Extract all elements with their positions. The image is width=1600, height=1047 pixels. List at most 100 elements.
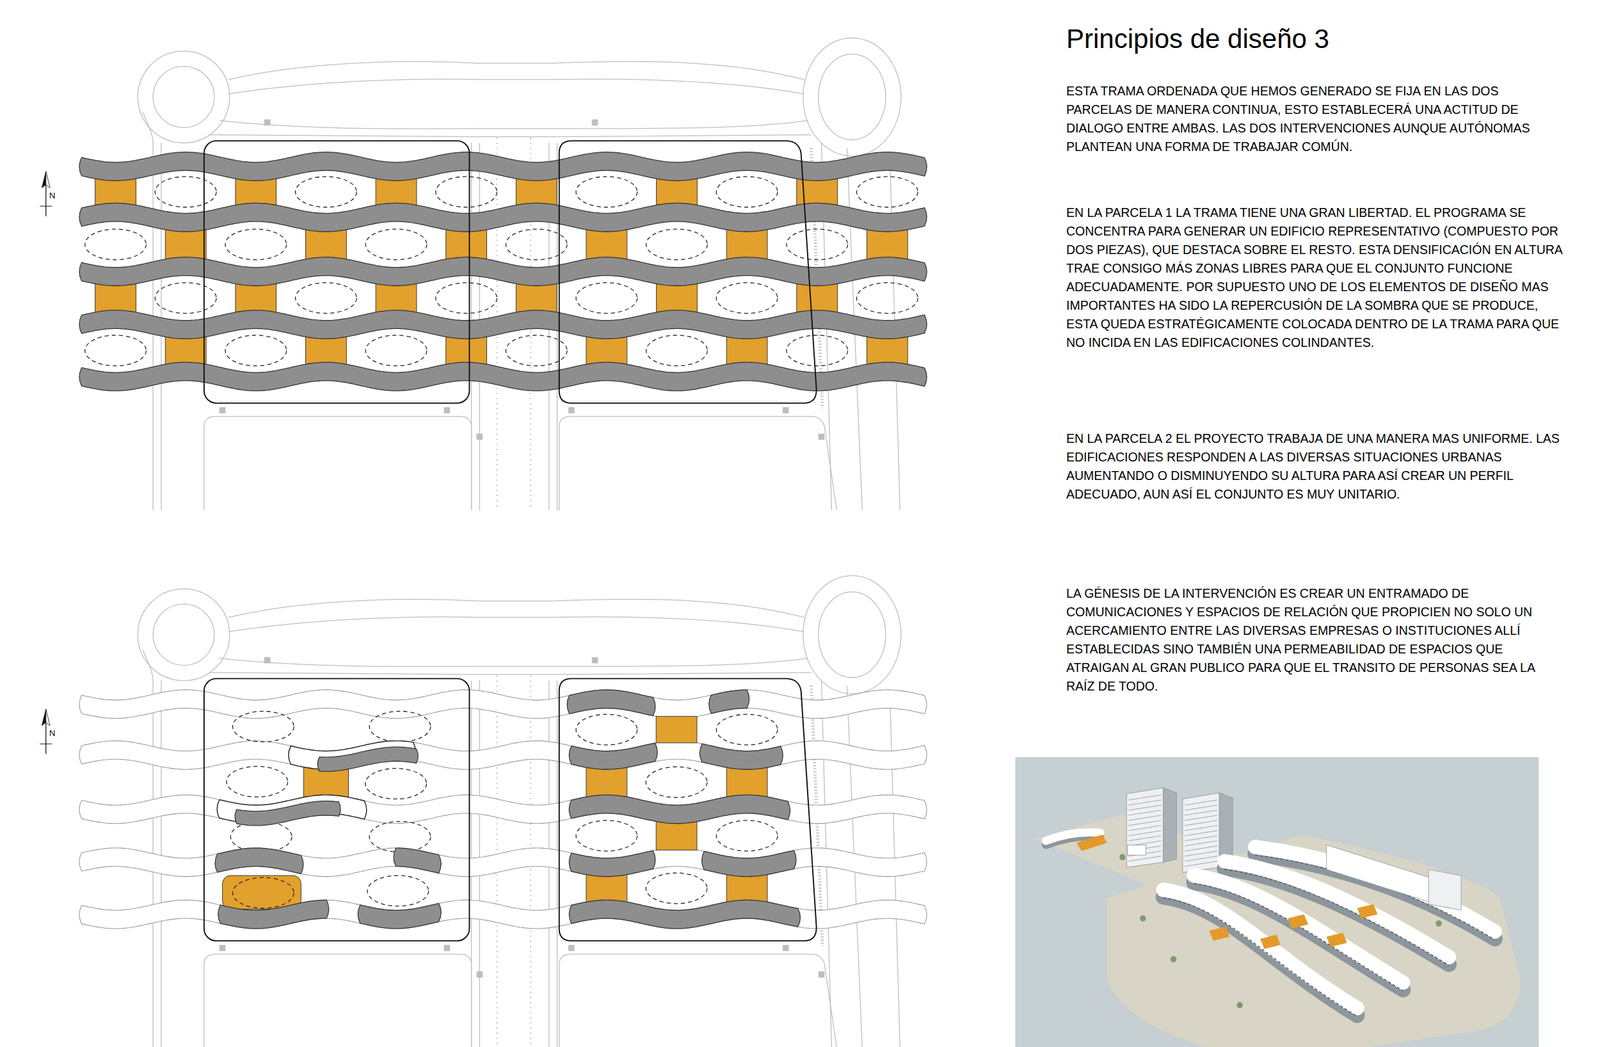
north-arrow [41, 709, 46, 726]
north-arrow [39, 206, 52, 207]
building-band [79, 152, 927, 182]
dashed-courtyard [367, 875, 429, 907]
ground-plate [1107, 834, 1521, 1047]
tower-window [1128, 856, 1161, 862]
street-marker [568, 407, 575, 414]
orange-link-block [726, 229, 768, 260]
dashed-courtyard [295, 282, 358, 314]
street-line [209, 135, 812, 137]
street-line [228, 616, 804, 632]
title: Principios de diseño 3 [1066, 23, 1330, 56]
dashed-courtyard [716, 820, 778, 852]
orange-link-block [165, 336, 207, 365]
orange-link-block [656, 283, 698, 313]
dashed-courtyard [646, 335, 708, 367]
dashed-courtyard [786, 335, 848, 367]
north-arrow [46, 171, 50, 189]
street-marker [568, 944, 575, 952]
orange-plaza [222, 875, 302, 910]
dashed-courtyard [786, 229, 848, 260]
street-marker [444, 944, 451, 952]
dashed-courtyard [225, 335, 287, 367]
dashed-courtyard [716, 176, 778, 208]
building-band [568, 743, 658, 770]
street-line [204, 954, 472, 1047]
orange-link-block [446, 229, 488, 260]
north-label: N [49, 191, 56, 201]
orange-link-block [446, 336, 488, 365]
dashed-courtyard [505, 229, 568, 260]
street-marker [476, 971, 484, 978]
building-band [215, 848, 304, 874]
dashed-courtyard [365, 335, 427, 367]
building-band [234, 801, 341, 826]
aerial-render [1015, 757, 1539, 1047]
street-marker [444, 407, 451, 414]
building-band [79, 689, 927, 719]
building-band [317, 746, 418, 772]
dashed-courtyard [576, 282, 638, 314]
building-band [702, 850, 797, 877]
building-band [568, 850, 656, 877]
dashed-courtyard [226, 766, 288, 797]
dashed-courtyard [856, 176, 918, 208]
building-band [218, 899, 329, 929]
tower-window [1184, 861, 1218, 867]
orange-link-block [235, 283, 277, 313]
orange-link-block [656, 716, 697, 743]
dashed-courtyard [154, 282, 217, 314]
orange-link-block [866, 336, 908, 365]
street-line [219, 657, 809, 667]
tower-window [1128, 800, 1161, 806]
tower-window [1128, 805, 1161, 811]
orange-link-block [375, 178, 417, 205]
building [1163, 889, 1358, 1008]
tower-window [1184, 825, 1218, 831]
tower-window [1184, 820, 1218, 826]
tower-window [1128, 794, 1161, 800]
street-line [209, 672, 812, 675]
parcel-outline [559, 140, 817, 404]
street-line [228, 79, 804, 95]
dashed-courtyard [230, 821, 292, 853]
dashed-courtyard [369, 821, 431, 853]
building-band [79, 848, 927, 877]
dashed-courtyard [645, 766, 708, 798]
street-marker [818, 971, 825, 978]
tower-window [1184, 851, 1218, 857]
orange-link-block [726, 336, 768, 365]
parcel-outline [559, 678, 817, 941]
orange-link-block [1357, 904, 1378, 919]
dashed-courtyard [295, 176, 358, 208]
parcel-outline [204, 678, 470, 941]
roundabout [152, 604, 215, 666]
orange-link-block [235, 178, 277, 205]
street-marker [592, 657, 599, 664]
roundabout [803, 575, 902, 694]
dashed-courtyard [576, 820, 638, 852]
site-plan-grid [39, 37, 927, 511]
orange-link-block [515, 283, 557, 313]
parcel-outline [204, 140, 470, 404]
orange-link-block [656, 178, 698, 205]
orange-link-block [586, 767, 628, 797]
dashed-courtyard [232, 877, 295, 909]
street-marker [219, 407, 226, 414]
dashed-courtyard [435, 176, 498, 208]
building-band [79, 257, 927, 287]
description-paragraph: EN LA PARCELA 1 LA TRAMA TIENE UNA GRAN … [1066, 203, 1563, 352]
tower-window [1184, 846, 1218, 852]
dashed-courtyard [369, 711, 431, 742]
tower-window [1184, 805, 1218, 811]
tree [1139, 915, 1147, 922]
tower-window [1184, 810, 1218, 816]
building-band [79, 202, 927, 232]
roundabout [137, 588, 230, 681]
dashed-courtyard [225, 229, 287, 260]
dashed-courtyard [365, 768, 427, 800]
orange-link-block [305, 229, 347, 260]
north-label: N [49, 728, 56, 738]
roundabout [818, 592, 886, 678]
street-line [219, 120, 809, 129]
